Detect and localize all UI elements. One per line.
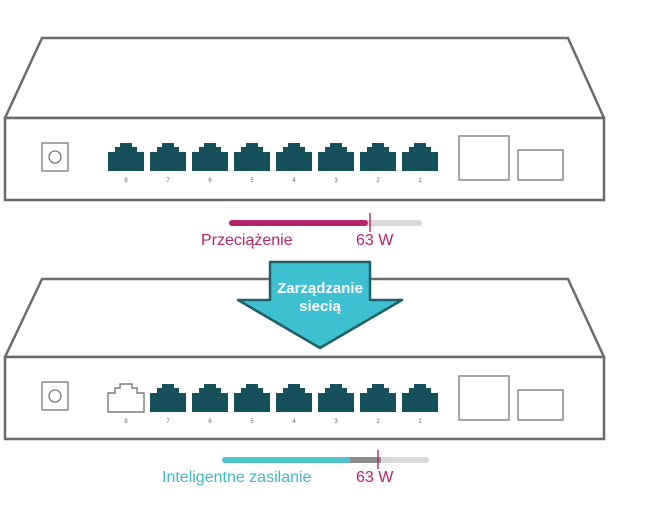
port-number-label: 4 bbox=[292, 178, 296, 184]
port-number-label: 8 bbox=[124, 178, 128, 184]
port-number-label: 3 bbox=[334, 178, 338, 184]
ethernet-port-icon bbox=[276, 384, 312, 412]
bottom-power-bar bbox=[222, 450, 429, 469]
port-number-label: 6 bbox=[208, 419, 212, 425]
bottom-sfp-port-large bbox=[458, 375, 510, 421]
ethernet-port-icon bbox=[234, 143, 270, 171]
port-number-label: 6 bbox=[208, 178, 212, 184]
port-number-label: 4 bbox=[292, 419, 296, 425]
top-switch-lid bbox=[3, 36, 606, 120]
top-power-fill bbox=[229, 220, 368, 226]
ethernet-port-icon bbox=[402, 143, 438, 171]
top-power-jack bbox=[41, 142, 69, 172]
ethernet-port-icon bbox=[276, 143, 312, 171]
ethernet-port-icon bbox=[192, 143, 228, 171]
port-number-label: 7 bbox=[166, 419, 170, 425]
arrow-label-line2: siecią bbox=[299, 298, 341, 315]
ethernet-port-icon bbox=[402, 384, 438, 412]
ethernet-port-icon bbox=[360, 143, 396, 171]
bottom-sfp-port-small bbox=[517, 389, 564, 421]
top-power-bar bbox=[229, 213, 422, 232]
port-number-label: 5 bbox=[250, 178, 254, 184]
port-number-label: 3 bbox=[334, 419, 338, 425]
port-number-label: 5 bbox=[250, 419, 254, 425]
top-power-label: Przeciążenie bbox=[201, 232, 293, 249]
ethernet-port-icon bbox=[318, 143, 354, 171]
bottom-port-row: 8 7 6 5 4 3 2 1 bbox=[107, 383, 438, 425]
top-sfp-port-small bbox=[517, 149, 564, 181]
ethernet-port-icon bbox=[150, 384, 186, 412]
ethernet-port-icon bbox=[150, 143, 186, 171]
bottom-power-label: Inteligentne zasilanie bbox=[162, 469, 312, 486]
disabled-ethernet-port-icon bbox=[107, 383, 145, 413]
bottom-power-fill bbox=[222, 457, 351, 463]
ethernet-port-icon bbox=[192, 384, 228, 412]
down-arrow-icon bbox=[236, 260, 404, 350]
port-number-label: 1 bbox=[418, 419, 422, 425]
bottom-power-value: 63 W bbox=[356, 469, 394, 486]
port-number-label: 2 bbox=[376, 178, 380, 184]
ethernet-port-icon bbox=[234, 384, 270, 412]
bottom-power-jack bbox=[41, 381, 69, 411]
power-jack-icon bbox=[48, 150, 62, 164]
top-port-row: 8 7 6 5 4 3 2 1 bbox=[108, 143, 438, 184]
top-sfp-port-large bbox=[458, 135, 510, 181]
arrow-label-line1: Zarządzanie bbox=[277, 280, 363, 297]
ethernet-port-icon bbox=[108, 143, 144, 171]
power-jack-icon bbox=[48, 389, 62, 403]
port-number-label: 1 bbox=[418, 178, 422, 184]
ethernet-port-icon bbox=[318, 384, 354, 412]
ethernet-port-icon bbox=[360, 384, 396, 412]
top-switch: 8 7 6 5 4 3 2 1 bbox=[3, 36, 606, 202]
port-number-label: 8 bbox=[124, 419, 128, 425]
bottom-power-freed bbox=[349, 457, 381, 463]
top-power-value: 63 W bbox=[356, 232, 394, 249]
port-number-label: 2 bbox=[376, 419, 380, 425]
port-number-label: 7 bbox=[166, 178, 170, 184]
